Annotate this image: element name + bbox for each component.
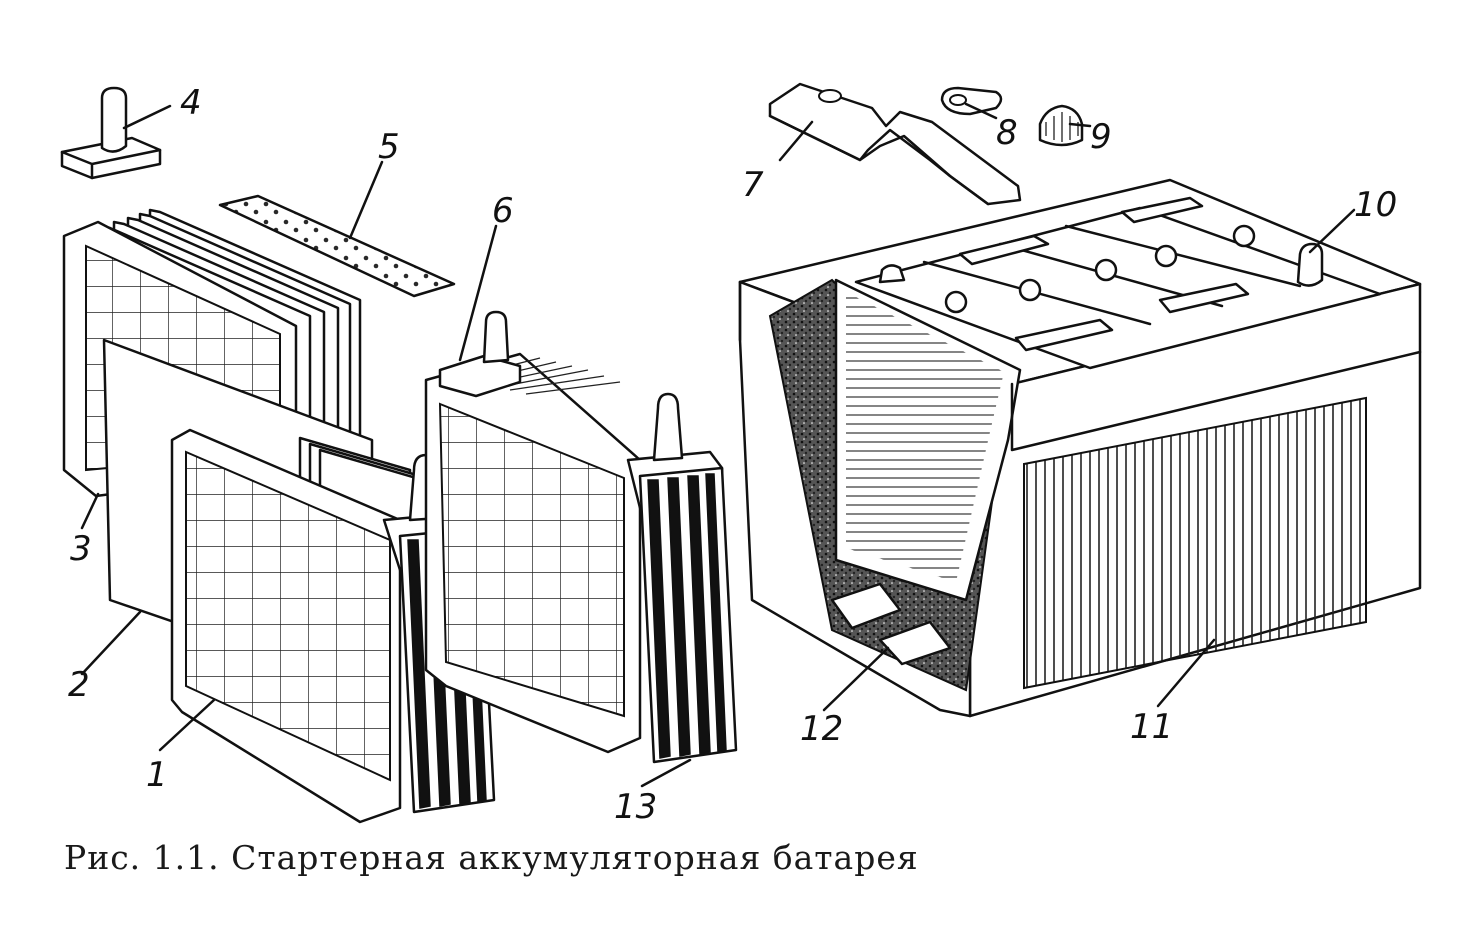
figure-caption: Рис. 1.1. Стартерная аккумуляторная бата… [64, 838, 919, 877]
plate-block-part-13 [424, 310, 738, 764]
callout-13: 13 [614, 787, 657, 827]
callout-5: 5 [378, 127, 400, 167]
callout-6: 6 [492, 191, 514, 231]
connector-bar-part-7 [768, 82, 1022, 206]
leader-lines [80, 102, 1356, 788]
callout-3: 3 [70, 529, 92, 569]
callout-1: 1 [146, 755, 168, 795]
washer-part-8 [940, 86, 1003, 116]
battery-case [738, 178, 1422, 718]
callout-7: 7 [742, 165, 764, 205]
callout-8: 8 [996, 113, 1018, 153]
callout-12: 12 [800, 709, 843, 749]
terminal-pin-part-4 [60, 86, 162, 180]
callout-11: 11 [1130, 707, 1173, 747]
perforated-sheet-part-5 [218, 194, 456, 298]
callout-4: 4 [180, 83, 202, 123]
callout-10: 10 [1354, 185, 1397, 225]
callout-2: 2 [68, 665, 90, 705]
vent-plug-part-9 [1038, 104, 1084, 147]
callout-9: 9 [1090, 117, 1112, 157]
